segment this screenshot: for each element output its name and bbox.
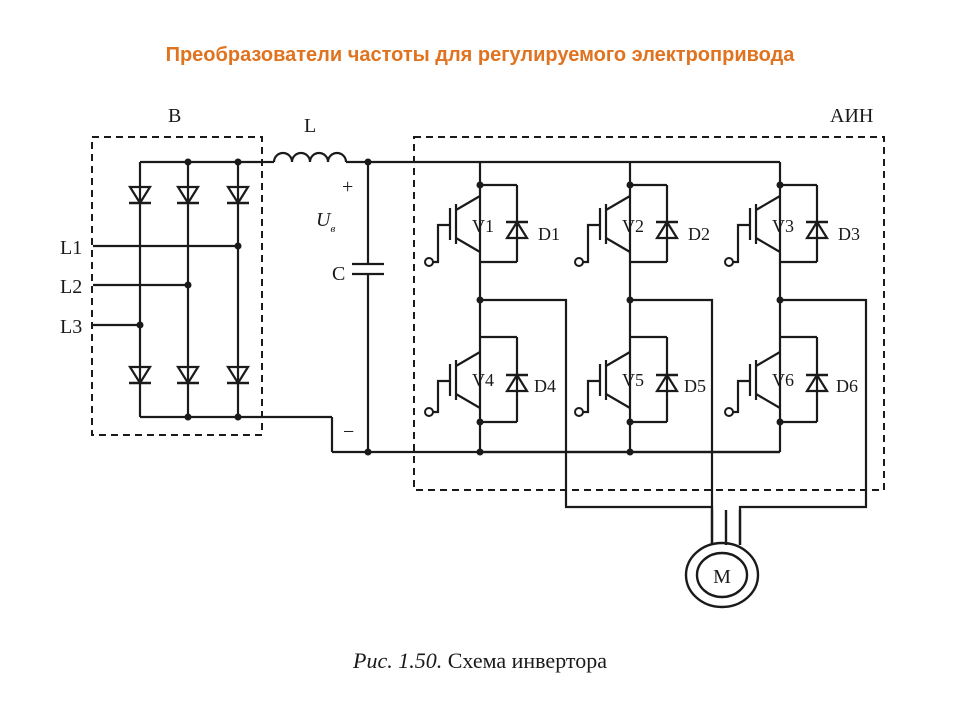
- transistor-label: V5: [622, 370, 644, 390]
- motor-symbol: [684, 510, 760, 609]
- slide-title: Преобразователи частоты для регулируемог…: [165, 44, 795, 66]
- figure-number: Рис. 1.50.: [353, 648, 443, 673]
- diode-label: D5: [684, 376, 706, 396]
- phase-input-label: L3: [60, 316, 82, 338]
- rectifier-box: [91, 136, 263, 436]
- inverter-label: АИН: [830, 105, 873, 127]
- diode-label: D4: [534, 376, 556, 396]
- capacitor-label: C: [332, 263, 345, 285]
- transistor-label: V6: [772, 370, 794, 390]
- transistor-label: V1: [472, 216, 494, 236]
- figure-caption-text: Схема инвертора: [447, 648, 607, 673]
- phase-input-label: L1: [60, 237, 82, 259]
- plus-sign: +: [342, 176, 353, 198]
- rectifier-label: B: [168, 105, 181, 127]
- transistor-label: V4: [472, 370, 494, 390]
- switch-cells: [433, 183, 830, 424]
- motor-label: M: [713, 566, 731, 588]
- inductor-label: L: [304, 115, 316, 137]
- voltage-label: Uв: [316, 209, 335, 235]
- phase-input-label: L2: [60, 276, 82, 298]
- diode-label: D2: [688, 224, 710, 244]
- gate-terminals: [424, 257, 734, 417]
- diode-label: D1: [538, 224, 560, 244]
- junction-dots: [136, 158, 784, 456]
- transistor-label: V3: [772, 216, 794, 236]
- diode-label: D6: [836, 376, 858, 396]
- figure-caption: Рис. 1.50. Схема инвертора: [0, 648, 960, 674]
- diode-label: D3: [838, 224, 860, 244]
- minus-sign: −: [343, 421, 354, 443]
- inverter-box: [413, 136, 885, 491]
- transistor-label: V2: [622, 216, 644, 236]
